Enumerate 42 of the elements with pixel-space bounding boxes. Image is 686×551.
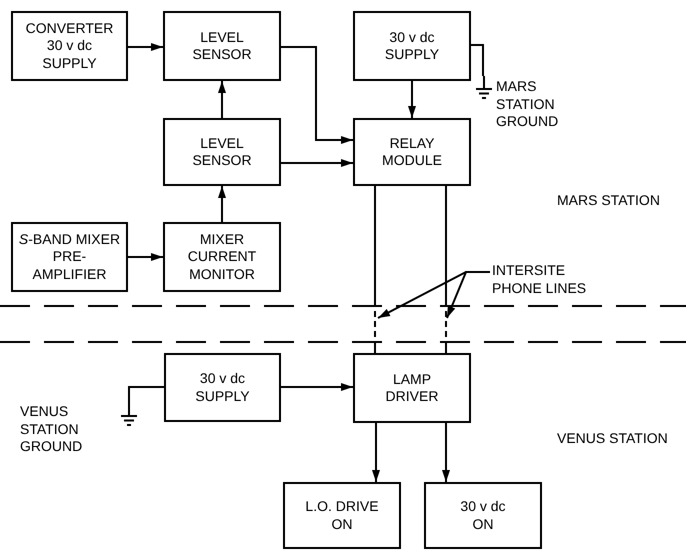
box-label: 30 v dc SUPPLY xyxy=(194,370,251,405)
process-box xyxy=(353,118,471,186)
arrow xyxy=(128,43,163,51)
arrow xyxy=(442,423,450,482)
process-box xyxy=(353,11,471,81)
box-label: MIXER CURRENT MONITOR xyxy=(186,230,258,284)
process-box xyxy=(424,482,542,549)
box-label: 30 v dc ON xyxy=(459,498,507,533)
process-box xyxy=(163,118,281,186)
region-label: MARS STATION xyxy=(557,192,660,208)
box-label: LEVEL SENSOR xyxy=(191,134,253,170)
connector-line xyxy=(471,44,484,76)
arrow xyxy=(128,253,163,261)
process-box xyxy=(353,353,471,423)
process-box xyxy=(283,482,401,549)
arrow xyxy=(218,81,226,118)
connector-line xyxy=(128,386,164,403)
arrow xyxy=(372,423,380,482)
box-label: RELAY MODULE xyxy=(381,134,443,170)
annotation-text: MARS STATION GROUND xyxy=(496,78,560,130)
leader-line xyxy=(446,271,490,318)
box-label: L.O. DRIVE ON xyxy=(304,498,380,533)
box-label: LEVEL SENSOR xyxy=(191,28,253,64)
annotation-text: INTERSITE PHONE LINES xyxy=(492,262,588,297)
process-box xyxy=(163,11,281,81)
annotation-text: VENUS STATION GROUND xyxy=(20,403,84,456)
process-box xyxy=(163,222,281,292)
box-label: S-BAND MIXER PRE-AMPLIFIER xyxy=(18,230,122,284)
connector-line xyxy=(374,186,376,353)
arrow xyxy=(218,186,226,222)
box-label: LAMP DRIVER xyxy=(384,370,440,406)
process-box xyxy=(11,222,128,292)
arrow xyxy=(281,383,353,391)
region-label: VENUS STATION xyxy=(557,430,668,446)
box-label: 30 v dc SUPPLY xyxy=(384,28,440,64)
arrow xyxy=(408,81,416,118)
arrow xyxy=(281,46,353,144)
connector-line xyxy=(445,186,447,353)
process-box xyxy=(11,11,128,81)
process-box xyxy=(164,353,281,422)
box-label: CONVERTER 30 v dc SUPPLY xyxy=(24,20,114,72)
arrow xyxy=(281,159,353,167)
